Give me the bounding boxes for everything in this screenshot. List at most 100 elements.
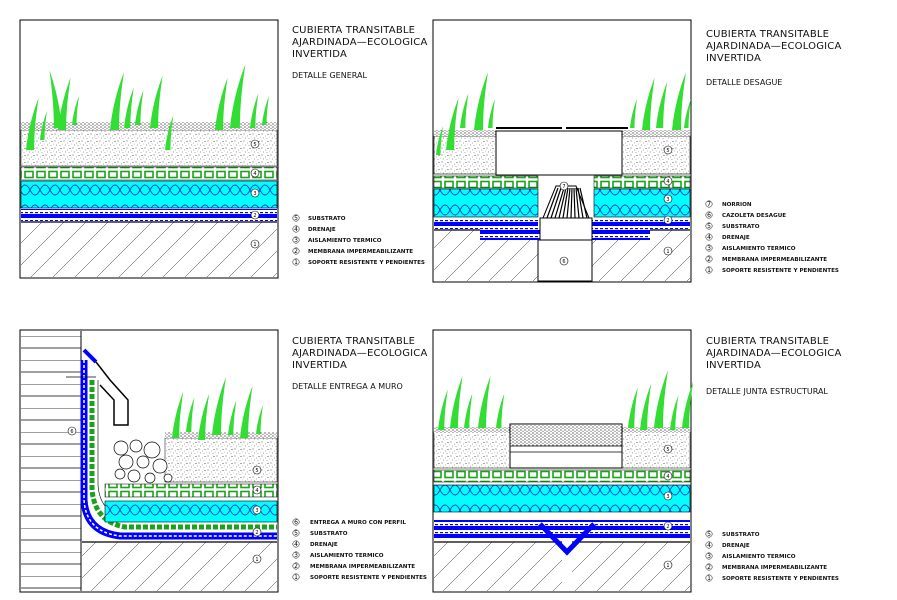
legend-number: 7	[707, 201, 711, 208]
callout-label: 4	[253, 171, 256, 177]
grass-vegetation-right	[628, 370, 694, 430]
title-line: CUBIERTA TRANSITABLE	[706, 29, 829, 40]
grass-vegetation	[172, 377, 263, 440]
callouts-panel-4: 5 4 3 2 1	[663, 444, 673, 570]
title-line: INVERTIDA	[292, 49, 347, 60]
detail-label: DETALLE JUNTA ESTRUCTURAL	[706, 387, 828, 396]
callouts-panel-2: 7 6 5 4 3 2 1	[559, 145, 673, 266]
detail-label: DETALLE DESAGUE	[706, 78, 782, 87]
legend-item: MEMBRANA IMPERMEABILIZANTE	[722, 257, 827, 263]
structural-slab-layer	[21, 222, 277, 277]
callout-label: 5	[253, 142, 256, 148]
callout-label: 3	[666, 197, 669, 203]
legend-number: 1	[707, 267, 711, 274]
legend-item: AISLAMIENTO TERMICO	[308, 238, 382, 244]
callout-label: 2	[253, 213, 256, 219]
legend-item: SUBSTRATO	[722, 532, 760, 538]
callout-label: 7	[562, 184, 565, 190]
legend-number: 2	[707, 564, 711, 571]
legend-number: 1	[294, 259, 298, 266]
legend-item: NORRION	[722, 202, 752, 208]
legend-item: SOPORTE RESISTENTE Y PENDIENTES	[308, 260, 425, 266]
legend-2: 7 NORRION 6 CAZOLETA DESAGUE 5 SUBSTRATO…	[705, 200, 839, 274]
callouts-panel-1: 5 4 3 2 1	[250, 139, 260, 249]
legend-4: 5 SUBSTRATO 4 DRENAJE 3 AISLAMIENTO TERM…	[705, 530, 839, 582]
title-line: CUBIERTA TRANSITABLE	[292, 336, 415, 347]
callout-label: 6	[562, 259, 565, 265]
legend-item: SUBSTRATO	[310, 531, 348, 537]
callouts-panel-3: 6 5 4 3 2 1	[67, 426, 262, 564]
callout-label: 4	[666, 179, 669, 185]
legend-item: DRENAJE	[722, 543, 750, 549]
legend-1: 5 SUBSTRATO 4 DRENAJE 3 AISLAMIENTO TERM…	[292, 214, 425, 266]
brick-wall	[21, 331, 81, 591]
title-line: AJARDINADA—ECOLOGICA	[706, 41, 842, 52]
panel-junta-section	[432, 329, 694, 593]
legend-item: SUBSTRATO	[308, 216, 346, 222]
topsoil-layer	[21, 122, 277, 130]
legend-number: 5	[707, 223, 711, 230]
legend-number: 1	[707, 575, 711, 582]
title-block-4: CUBIERTA TRANSITABLE AJARDINADA—ECOLOGIC…	[706, 336, 842, 396]
legend-number: 4	[294, 226, 298, 233]
callout-label: 4	[666, 474, 669, 480]
title-line: INVERTIDA	[706, 53, 761, 64]
legend-item: MEMBRANA IMPERMEABILIZANTE	[722, 565, 827, 571]
legend-number: 2	[707, 256, 711, 263]
legend-item: CAZOLETA DESAGUE	[722, 213, 786, 219]
callout-label: 2	[666, 218, 669, 224]
legend-3: 6 ENTREGA A MURO CON PERFIL 5 SUBSTRATO …	[292, 518, 427, 581]
callout-label: 3	[666, 494, 669, 500]
callout-label: 2	[255, 530, 258, 536]
callout-label: 4	[255, 488, 258, 494]
callout-label: 3	[255, 508, 258, 514]
title-line: INVERTIDA	[706, 360, 761, 371]
legend-number: 5	[294, 530, 298, 537]
callout-label: 6	[70, 429, 73, 435]
callout-label: 1	[255, 557, 258, 563]
legend-number: 6	[294, 519, 298, 526]
callout-label: 5	[666, 447, 669, 453]
legend-number: 2	[294, 248, 298, 255]
membrane-layer	[21, 209, 277, 221]
legend-number: 3	[707, 553, 711, 560]
title-block-1: CUBIERTA TRANSITABLE AJARDINADA—ECOLOGIC…	[292, 25, 428, 80]
title-line: AJARDINADA—ECOLOGICA	[706, 348, 842, 359]
legend-number: 2	[294, 563, 298, 570]
legend-item: DRENAJE	[308, 227, 336, 233]
legend-item: SUBSTRATO	[722, 224, 760, 230]
legend-number: 3	[294, 552, 298, 559]
title-line: CUBIERTA TRANSITABLE	[292, 25, 415, 36]
callout-label: 1	[666, 249, 669, 255]
legend-item: SOPORTE RESISTENTE Y PENDIENTES	[310, 575, 427, 581]
legend-number: 4	[294, 541, 298, 548]
legend-item: ENTREGA A MURO CON PERFIL	[310, 520, 406, 526]
detail-label: DETALLE ENTREGA A MURO	[292, 382, 403, 391]
detail-label: DETALLE GENERAL	[292, 71, 367, 80]
callout-label: 3	[253, 191, 256, 197]
callout-label: 1	[666, 563, 669, 569]
legend-number: 6	[707, 212, 711, 219]
drainage-layer	[20, 166, 278, 181]
title-block-3: CUBIERTA TRANSITABLE AJARDINADA—ECOLOGIC…	[292, 336, 427, 391]
legend-item: MEMBRANA IMPERMEABILIZANTE	[308, 249, 413, 255]
title-line: INVERTIDA	[292, 360, 347, 371]
grass-vegetation-right	[630, 72, 691, 130]
title-line: CUBIERTA TRANSITABLE	[706, 336, 829, 347]
legend-item: AISLAMIENTO TERMICO	[722, 554, 796, 560]
legend-number: 1	[294, 574, 298, 581]
callout-label: 5	[666, 148, 669, 154]
title-block-2: CUBIERTA TRANSITABLE AJARDINADA—ECOLOGIC…	[706, 29, 842, 87]
drain-dome	[539, 185, 593, 241]
substrate-layer	[20, 129, 278, 167]
legend-item: SOPORTE RESISTENTE Y PENDIENTES	[722, 576, 839, 582]
title-line: AJARDINADA—ECOLOGICA	[292, 37, 428, 48]
panel-muro-section	[19, 329, 279, 593]
legend-number: 5	[707, 531, 711, 538]
legend-item: AISLAMIENTO TERMICO	[722, 246, 796, 252]
callout-label: 5	[255, 468, 258, 474]
callout-label: 2	[666, 524, 669, 530]
pebble-drain	[113, 439, 173, 484]
grass-vegetation-left	[438, 375, 505, 430]
